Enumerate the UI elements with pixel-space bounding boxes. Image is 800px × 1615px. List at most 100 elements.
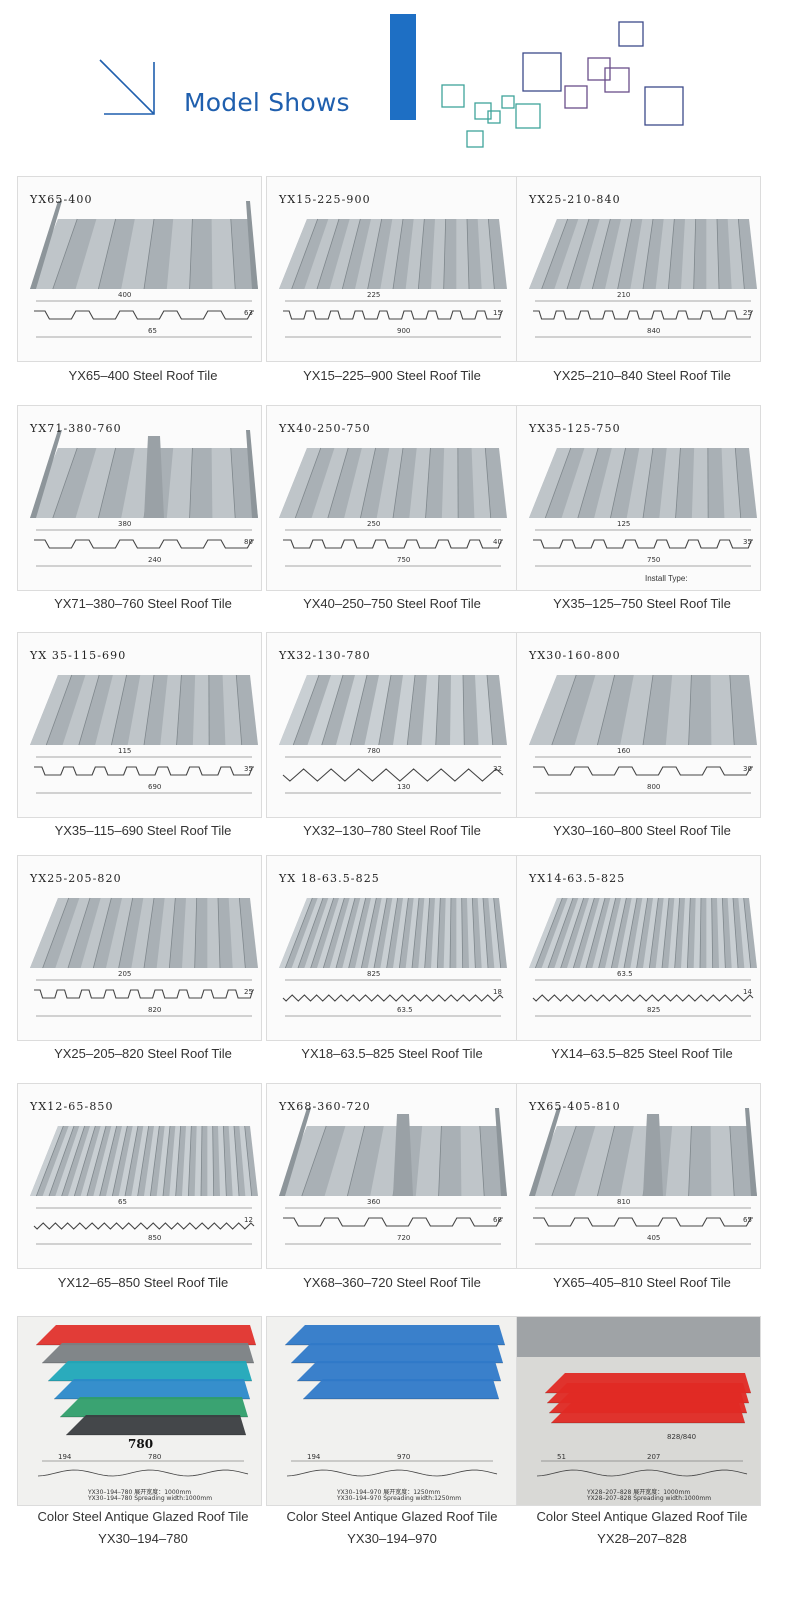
dimension-label: 14: [743, 988, 752, 996]
dimension-label: 380: [118, 520, 132, 528]
tile-model-label: YX25-210-840: [529, 193, 621, 206]
profile-section: [34, 989, 254, 999]
dimension-label: 750: [397, 556, 411, 564]
dimension-label: 205: [118, 970, 132, 978]
dimension-label: 840: [647, 327, 661, 335]
tile-caption: YX71–380–760 Steel Roof Tile: [54, 596, 232, 611]
header-decoration: [99, 14, 684, 148]
photo-caption: YX30–194–970: [347, 1531, 437, 1546]
roof-sheet-render: [529, 218, 757, 290]
spec-line: YX28–207–828 Spreading width:1000mm: [587, 1495, 712, 1502]
tile-diagram: [529, 1108, 757, 1245]
tile-model-label: YX30-160-800: [529, 649, 621, 662]
header: Model Shows: [0, 0, 800, 160]
profile-section: [282, 994, 504, 1002]
tile-caption: YX25–205–820 Steel Roof Tile: [54, 1046, 232, 1061]
roof-sheet-render: [30, 201, 258, 290]
dimension-label: 63.5: [397, 1006, 413, 1014]
tile-diagram: [30, 897, 258, 1017]
profile-section: [37, 1469, 249, 1477]
tile-diagram: [529, 897, 757, 1017]
profile-section: [286, 1469, 498, 1477]
tile-photo: [517, 1317, 760, 1505]
arrow-icon: [99, 59, 155, 115]
tile-caption: YX40–250–750 Steel Roof Tile: [303, 596, 481, 611]
profile-section: [533, 310, 753, 320]
dimension-label: 194: [307, 1453, 321, 1461]
dimension-label: 25: [743, 309, 752, 317]
tile-model-label: YX65-405-810: [529, 1100, 621, 1113]
tile-diagram: [30, 674, 258, 794]
blue-bar: [390, 14, 416, 120]
dimension-label: 35: [743, 538, 752, 546]
dimension-label: 240: [148, 556, 162, 564]
photo-caption: YX30–194–780: [98, 1531, 188, 1546]
dimension-label: 825: [367, 970, 381, 978]
tile-caption: YX65–405–810 Steel Roof Tile: [553, 1275, 731, 1290]
tile-diagram: [529, 447, 757, 567]
roof-sheet-render: [30, 897, 258, 969]
dimension-label: 225: [367, 291, 381, 299]
dimension-label: 32: [493, 765, 502, 773]
tile-model-label: YX 18-63.5-825: [279, 872, 380, 885]
roof-sheet-render: [279, 218, 507, 290]
roof-sheet-render: [529, 897, 757, 969]
tile-model-label: YX71-380-760: [30, 422, 122, 435]
dimension-label: 720: [397, 1234, 411, 1242]
dimension-label: 810: [617, 1198, 631, 1206]
spec-line: YX30–194–780 展开宽度：1000mm: [88, 1489, 192, 1496]
dimension-label: 750: [647, 556, 661, 564]
dimension-label: 68: [493, 1216, 502, 1224]
dimension-label: 25: [244, 988, 253, 996]
dimension-label: 40: [493, 538, 502, 546]
tile-caption: YX14–63.5–825 Steel Roof Tile: [551, 1046, 733, 1061]
roof-sheet-render: [279, 1108, 507, 1197]
dimension-label: 65: [118, 1198, 127, 1206]
dimension-label: 850: [148, 1234, 162, 1242]
profile-section: [283, 310, 503, 320]
profile-section: [34, 310, 254, 320]
spec-line: YX30–194–780 Spreading width:1000mm: [88, 1495, 213, 1502]
tile-model-label: YX 35-115-690: [30, 649, 127, 662]
tile-caption: YX35–125–750 Steel Roof Tile: [553, 596, 731, 611]
photo-caption: Color Steel Antique Glazed Roof Tile: [37, 1509, 249, 1524]
dimension-label: 130: [397, 783, 411, 791]
tile-photo: [267, 1317, 517, 1505]
install-type-label: Install Type:: [645, 574, 688, 583]
dimension-label: 30: [743, 765, 752, 773]
photo-caption: Color Steel Antique Glazed Roof Tile: [286, 1509, 498, 1524]
roof-sheet-render: [279, 897, 507, 969]
dimension-label: 828/840: [667, 1433, 697, 1441]
tile-caption: YX12–65–850 Steel Roof Tile: [57, 1275, 229, 1290]
roof-sheet-render: [529, 447, 757, 519]
spec-line: YX30–194–970 Spreading width:1250mm: [337, 1495, 462, 1502]
roof-sheet-render: [279, 674, 507, 746]
profile-section: [33, 1222, 255, 1230]
tile-card: YX40-250-750 250 750 40: [266, 405, 518, 591]
tile-diagram: [30, 201, 258, 338]
dimension-label: 780: [367, 747, 381, 755]
tile-photo: [18, 1317, 261, 1505]
page-title: Model Shows: [184, 88, 350, 117]
photo-caption: YX28–207–828: [597, 1531, 687, 1546]
tile-caption: YX18–63.5–825 Steel Roof Tile: [301, 1046, 483, 1061]
dimension-label: 250: [367, 520, 381, 528]
tile-caption: YX15–225–900 Steel Roof Tile: [303, 368, 481, 383]
tile-caption: YX25–210–840 Steel Roof Tile: [553, 368, 731, 383]
dimension-label: 125: [617, 520, 631, 528]
roof-sheet-render: [30, 1125, 258, 1197]
dimension-label: 160: [617, 747, 631, 755]
dimension-label: 360: [367, 1198, 381, 1206]
tile-model-label: YX25-205-820: [30, 872, 122, 885]
tile-model-label: YX40-250-750: [279, 422, 371, 435]
tile-model-label: YX12-65-850: [30, 1100, 114, 1113]
dimension-label: 825: [647, 1006, 661, 1014]
